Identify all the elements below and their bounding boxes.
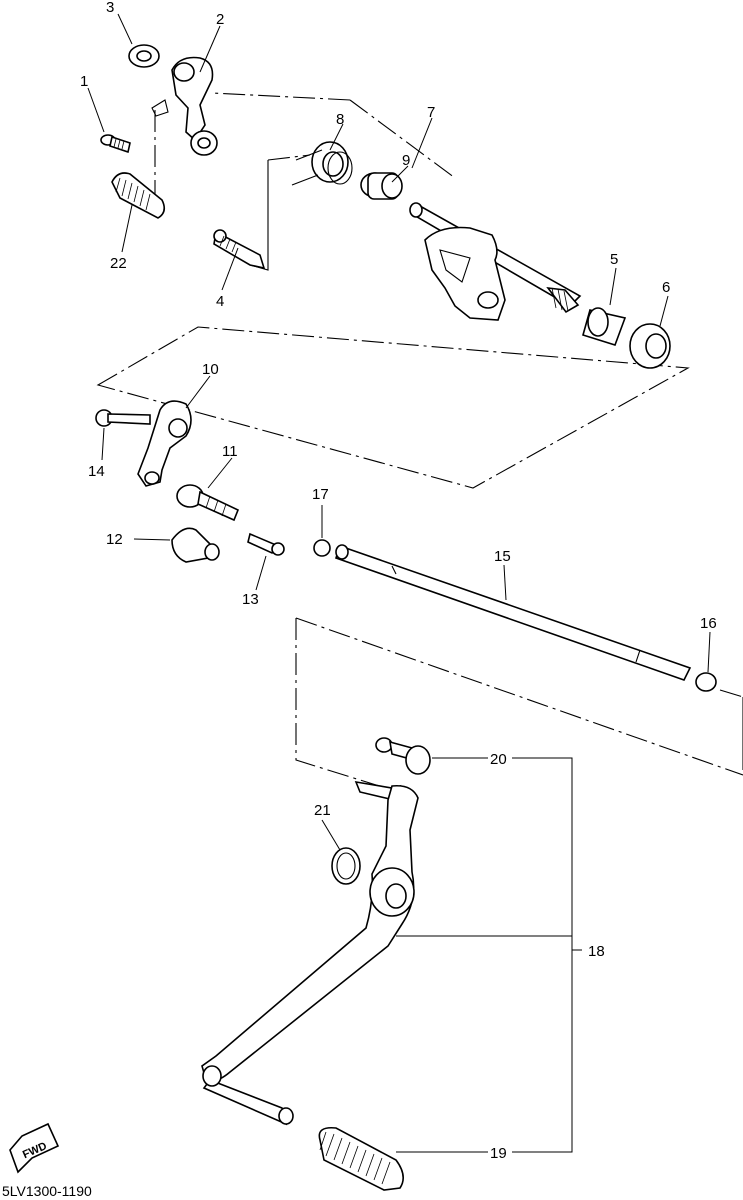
assembly-frames	[96, 92, 743, 791]
callout-19: 19	[490, 1145, 507, 1162]
part-15-shift-rod	[334, 544, 692, 681]
callout-10: 10	[202, 361, 219, 378]
part-12-boot	[171, 527, 220, 563]
part-21-washer	[331, 847, 361, 885]
leader-lines	[87, 13, 711, 1153]
part-7-shift-shaft	[409, 202, 582, 321]
part-10-shift-arm	[137, 400, 192, 487]
callout-6: 6	[662, 279, 670, 296]
part-20-joint	[375, 737, 431, 775]
part-16-nut	[695, 672, 717, 692]
part-8-torsion-spring	[291, 141, 353, 186]
part-5-collar	[582, 307, 627, 346]
callout-21: 21	[314, 802, 331, 819]
drawing-code: 5LV1300-1190	[2, 1183, 92, 1199]
callout-20: 20	[490, 751, 507, 768]
callout-22: 22	[110, 255, 127, 272]
part-18-shift-pedal	[201, 780, 419, 1126]
callout-12: 12	[106, 531, 123, 548]
part-17-nut	[313, 539, 331, 557]
callout-18: 18	[588, 943, 605, 960]
callout-5: 5	[610, 251, 618, 268]
part-4-stud	[213, 229, 266, 270]
part-2-lever-arm	[151, 56, 218, 156]
callout-9: 9	[402, 152, 410, 169]
fwd-arrow-icon: FWD	[9, 1122, 60, 1174]
callout-labels: 1 2 3 8 7 9 22 4 5 6 10 14 11 12 13 17 1…	[80, 0, 717, 1162]
part-6-oil-seal	[629, 323, 671, 369]
callout-1: 1	[80, 73, 88, 90]
part-22-spring	[111, 172, 166, 219]
callout-14: 14	[88, 463, 105, 480]
callout-2: 2	[216, 11, 224, 28]
callout-11: 11	[222, 443, 238, 460]
part-14-bolt	[95, 409, 151, 427]
callout-7: 7	[427, 104, 435, 121]
part-1-bolt	[100, 134, 131, 154]
part-11-rod-end	[176, 484, 240, 522]
callout-15: 15	[494, 548, 511, 565]
callout-3: 3	[106, 0, 114, 16]
callout-16: 16	[700, 615, 717, 632]
part-3-washer	[128, 44, 160, 68]
callout-4: 4	[216, 293, 224, 310]
part-9-collar	[360, 172, 403, 200]
callout-17: 17	[312, 486, 329, 503]
callout-13: 13	[242, 591, 259, 608]
part-19-footpeg-rubber	[318, 1126, 404, 1191]
part-13-bolt	[247, 532, 285, 556]
callout-8: 8	[336, 111, 344, 128]
